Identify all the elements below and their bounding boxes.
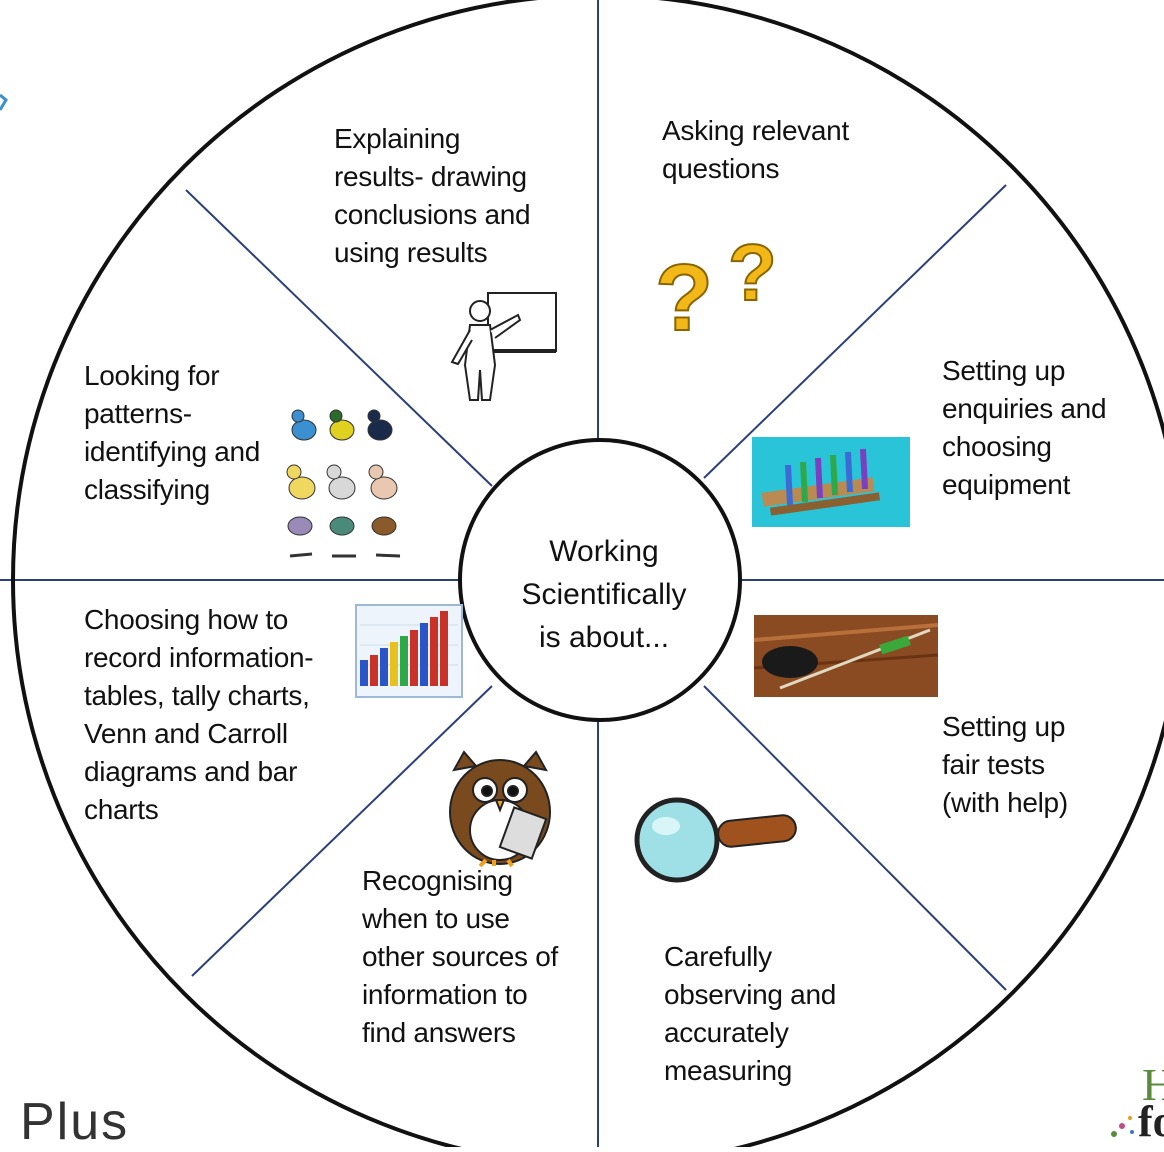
magnifying-glass-icon (634, 797, 797, 883)
outer-circle (11, 0, 1164, 1147)
segment-label-enquiries: Setting up enquiries and choosing equipm… (942, 355, 1107, 500)
edge-mark (0, 93, 8, 111)
owl-reading-icon (449, 750, 551, 868)
center-hub (458, 438, 742, 722)
footer-plus-text: Plus (20, 1093, 130, 1151)
logo-sparkle-icon (1111, 1116, 1134, 1137)
segment-label-fair-tests: Setting up fair tests (with help) (942, 711, 1068, 818)
spoke-upper-right (703, 184, 1007, 479)
test-tube-rack-icon (752, 437, 910, 527)
segment-label-recording: Choosing how to record information- tabl… (84, 604, 314, 825)
segment-label-recognising: Recognising when to use other sources of… (362, 865, 558, 1048)
segment-label-patterns: Looking for patterns- identifying and cl… (84, 360, 261, 505)
svg-text:?: ? (728, 228, 777, 317)
toy-car-ramp-photo-icon (753, 615, 939, 697)
bar-chart-icon (355, 604, 463, 698)
spoke-lower-right (703, 685, 1007, 991)
logo: H fo (1098, 1060, 1164, 1147)
svg-text:?: ? (655, 245, 713, 351)
question-marks-icon: ? ? (654, 227, 778, 352)
spoke-lower-left (191, 685, 493, 977)
birds-and-fish-icon (286, 409, 401, 558)
teacher-at-board-icon (450, 292, 557, 401)
logo-text: fo (1138, 1097, 1164, 1146)
spoke-upper-left (185, 189, 493, 487)
segment-label-explaining: Explaining results- drawing conclusions … (334, 123, 531, 268)
segment-label-asking: Asking relevant questions (662, 115, 849, 184)
segment-label-observing: Carefully observing and accurately measu… (664, 941, 837, 1086)
center-label: Working Scientifically is about... (521, 535, 687, 654)
logo-letter: H (1142, 1060, 1164, 1110)
